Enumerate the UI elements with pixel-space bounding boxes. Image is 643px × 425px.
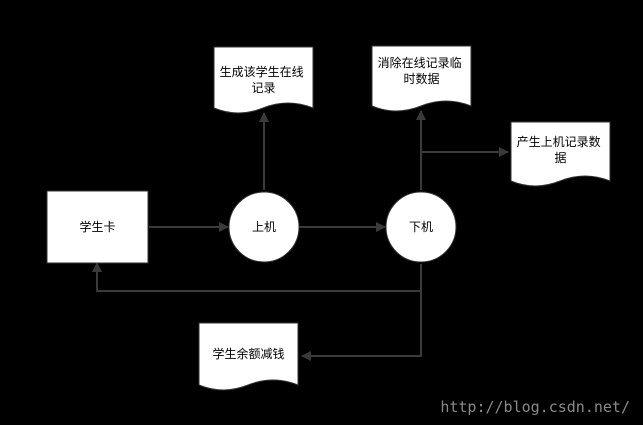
logoff-node: 下机: [385, 191, 457, 263]
watermark-text: http://blog.csdn.net/: [440, 398, 630, 416]
del-online-record-line2: 时数据: [403, 71, 439, 86]
student-card-label: 学生卡: [79, 219, 115, 234]
gen-logon-record-doc: 产生上机记录数 据: [510, 121, 611, 187]
svg-text:生成该学生在线 记录: 生成该学生在线 记录: [220, 64, 308, 95]
gen-logon-record-line1: 产生上机记录数: [517, 134, 601, 149]
logon-node: 上机: [228, 191, 300, 263]
del-online-record-line1: 消除在线记录临: [378, 55, 462, 70]
gen-logon-record-line2: 据: [554, 151, 566, 165]
svg-text:消除在线记录临 时数据: 消除在线记录临 时数据: [378, 55, 466, 86]
balance-deduct-doc: 学生余额减钱: [198, 322, 299, 391]
student-card-node: 学生卡: [46, 190, 149, 264]
logon-label: 上机: [252, 220, 276, 234]
del-online-record-doc: 消除在线记录临 时数据: [371, 45, 472, 112]
gen-online-record-line1: 生成该学生在线: [220, 64, 304, 79]
connectors: [92, 110, 509, 361]
gen-online-record-doc: 生成该学生在线 记录: [213, 46, 314, 114]
arrow-logoff-to-card: [92, 262, 422, 292]
logoff-label: 下机: [409, 220, 433, 234]
gen-online-record-line2: 记录: [251, 81, 275, 95]
arrow-logoff-to-balance: [301, 291, 422, 361]
svg-text:产生上机记录数 据: 产生上机记录数 据: [517, 134, 605, 165]
balance-deduct-label: 学生余额减钱: [212, 346, 284, 361]
